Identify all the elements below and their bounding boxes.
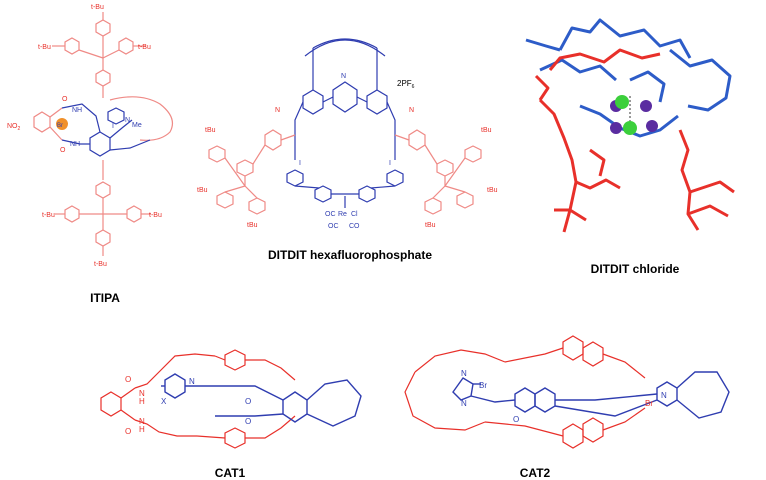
- itipa-tbu-label: t-Bu: [38, 44, 51, 51]
- cat1-n-label: N: [189, 377, 195, 386]
- cat2-n-label: N: [461, 369, 467, 378]
- ditdit-cl-label: Cl: [351, 211, 358, 218]
- cat1-o-label: O: [245, 417, 251, 426]
- ditdit-co-label: CO: [349, 223, 360, 230]
- cat1-h-label: H: [139, 425, 145, 434]
- itipa-no2-label: NO2: [7, 123, 21, 132]
- cat2-caption: CAT2: [519, 466, 551, 480]
- itipa-tbu-label: t-Bu: [138, 44, 151, 51]
- ditdit-tbu-label: tBu: [487, 187, 498, 194]
- iodine-atom: [640, 100, 652, 112]
- itipa-tbu-label: t-Bu: [149, 212, 162, 219]
- cat2-br-label: Br: [479, 381, 487, 390]
- ditdit-tbu-label: tBu: [247, 222, 258, 229]
- ditdit-tbu-label: tBu: [425, 222, 436, 229]
- cat2-structure: N Br N N O Br: [404, 335, 730, 449]
- ditdit-tbu-label: tBu: [197, 187, 208, 194]
- cat1-n-label: N: [139, 389, 145, 398]
- itipa-nh-label: NH: [70, 141, 80, 148]
- bromide-ion: [56, 118, 68, 130]
- itipa-i-label: I: [112, 123, 114, 130]
- cat2-n-label: N: [461, 399, 467, 408]
- itipa-tbu-label: t-Bu: [91, 4, 104, 11]
- ditdit-i-label: I: [389, 160, 391, 167]
- ditdit-cl-caption: DITDIT chloride: [590, 262, 680, 276]
- ditdit-pf6-caption: DITDIT hexafluorophosphate: [267, 248, 432, 262]
- ditdit-pf6-structure: tBu tBu tBu tBu tBu tBu N N OC Re Cl OC …: [197, 38, 498, 230]
- cat2-br-label: Br: [645, 399, 653, 408]
- chloride-ion: [623, 121, 637, 135]
- itipa-n-label: N: [125, 117, 130, 124]
- ditdit-oc-label: OC: [325, 211, 336, 218]
- iodine-atom: [646, 120, 658, 132]
- ditdit-oc-label: OC: [328, 223, 339, 230]
- itipa-o-label: O: [62, 96, 68, 103]
- cat1-h-label: H: [139, 397, 145, 406]
- cat1-n-label: N: [139, 417, 145, 426]
- cat1-structure: O O N H N H X N O O: [100, 349, 362, 449]
- ditdit-cl-model: [525, 18, 735, 233]
- cat2-n-label: N: [661, 391, 667, 400]
- itipa-br-label: Br: [57, 123, 63, 129]
- ditdit-n-label: N: [409, 107, 414, 114]
- itipa-tbu-label: t-Bu: [94, 261, 107, 268]
- itipa-me-label: Me: [132, 122, 142, 129]
- ditdit-re-label: Re: [338, 211, 347, 218]
- itipa-structure: t-Bu t-Bu t-Bu t-Bu t-Bu t-Bu NO2 O O NH…: [7, 4, 173, 268]
- iodine-atom: [610, 122, 622, 134]
- ditdit-n-label: N: [275, 107, 280, 114]
- ditdit-counterion-label: 2PF6: [397, 79, 415, 90]
- itipa-o-label: O: [60, 147, 66, 154]
- cat2-o-label: O: [513, 415, 519, 424]
- cat1-o-label: O: [245, 397, 251, 406]
- itipa-tbu-label: t-Bu: [42, 212, 55, 219]
- ditdit-n-label: N: [341, 73, 346, 80]
- cat1-o-label: O: [125, 375, 131, 384]
- itipa-nh-label: NH: [72, 107, 82, 114]
- chloride-ion: [615, 95, 629, 109]
- cat1-caption: CAT1: [214, 466, 246, 480]
- ditdit-tbu-label: tBu: [481, 127, 492, 134]
- cat1-o-label: O: [125, 427, 131, 436]
- cat1-x-label: X: [161, 397, 167, 406]
- ditdit-i-label: I: [299, 160, 301, 167]
- itipa-caption: ITIPA: [90, 291, 120, 305]
- ditdit-tbu-label: tBu: [205, 127, 216, 134]
